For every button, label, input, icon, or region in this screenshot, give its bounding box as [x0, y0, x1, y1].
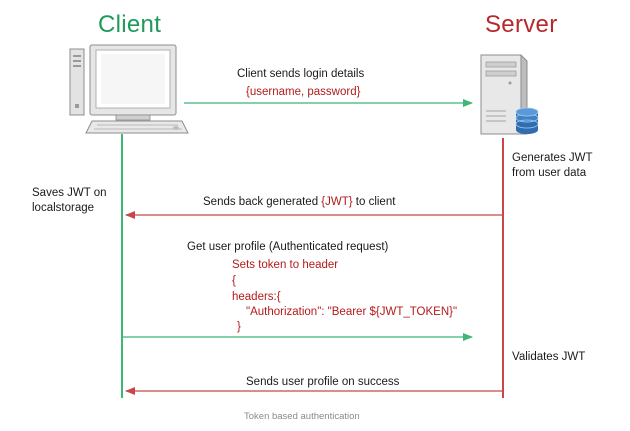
client-save-line1: Saves JWT on — [32, 187, 107, 199]
login-label: Client sends login details — [237, 68, 365, 80]
validate-label: Validates JWT — [512, 351, 586, 363]
diagram-caption: Token based authentication — [244, 411, 360, 422]
code-line: "Authorization": "Bearer ${JWT_TOKEN}" — [246, 306, 458, 318]
code-line: headers:{ — [232, 291, 281, 303]
client-title: Client — [98, 11, 162, 38]
get-profile-label: Get user profile (Authenticated request) — [187, 241, 389, 253]
send-back-after: to client — [352, 196, 396, 208]
desktop-computer-icon — [69, 44, 189, 134]
send-back-label: Sends back generated {JWT} to client — [203, 195, 395, 209]
send-profile-label: Sends user profile on success — [246, 376, 400, 388]
server-title: Server — [485, 11, 558, 38]
send-back-before: Sends back generated — [203, 196, 322, 208]
login-payload: {username, password} — [246, 86, 361, 98]
server-generate-line2: from user data — [512, 167, 587, 179]
server-generate-line1: Generates JWT — [512, 152, 593, 164]
client-save-line2: localstorage — [32, 202, 95, 214]
send-back-jwt: {JWT} — [321, 196, 353, 208]
code-line: Sets token to header — [232, 259, 339, 271]
code-line: } — [237, 321, 241, 333]
code-line: { — [232, 275, 236, 287]
server-database-icon — [480, 54, 539, 135]
